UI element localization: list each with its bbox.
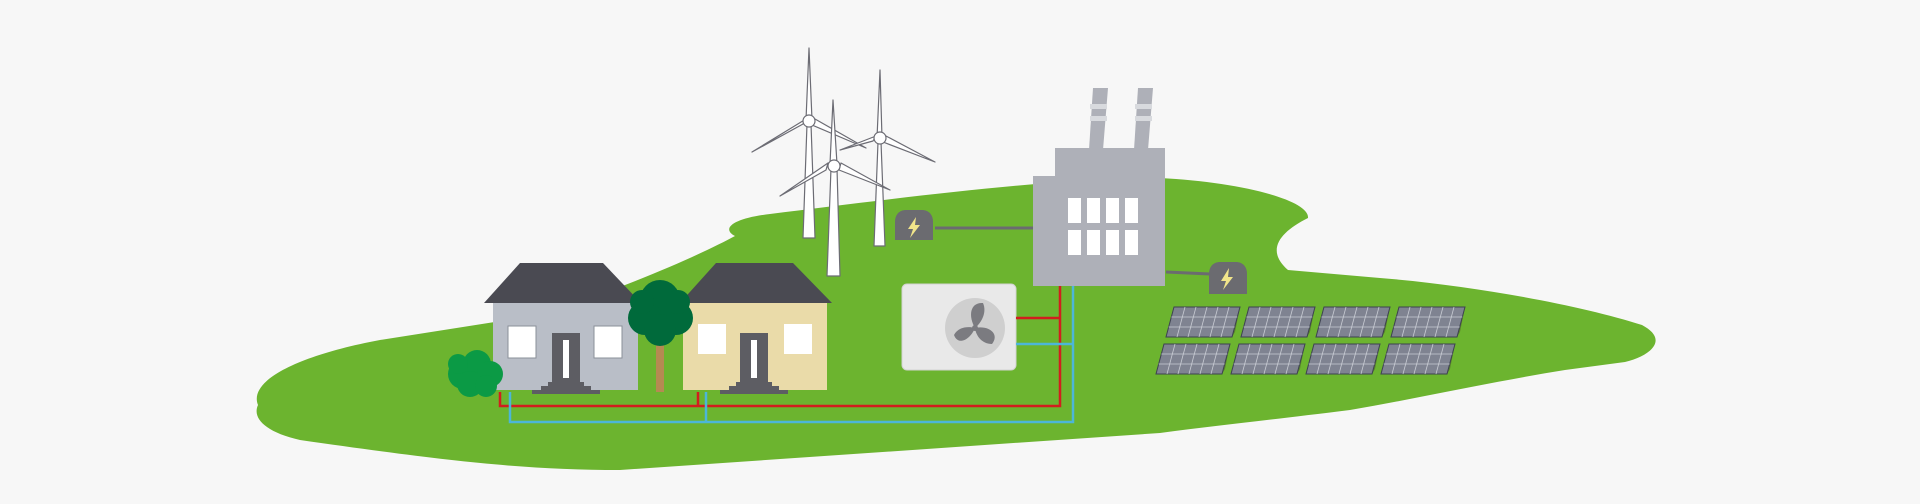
solar-panel xyxy=(1380,343,1456,375)
power-lines xyxy=(498,286,1062,408)
house-left xyxy=(484,263,641,394)
meter-box-right xyxy=(1209,262,1247,294)
solar-panel xyxy=(1390,306,1466,338)
heat-pump xyxy=(901,283,1017,371)
lightning-icon xyxy=(908,217,920,238)
tree xyxy=(628,280,693,392)
factory-windows xyxy=(1068,198,1138,255)
solar-panel xyxy=(1305,343,1381,375)
wind-turbine xyxy=(751,47,867,239)
solar-panel xyxy=(1165,306,1241,338)
lightning-icon xyxy=(1221,268,1233,290)
solar-panel xyxy=(1240,306,1316,338)
solar-panel xyxy=(1315,306,1391,338)
meter-box-left xyxy=(895,210,933,240)
solar-panel xyxy=(1230,343,1306,375)
house-right xyxy=(680,263,832,394)
solar-panels xyxy=(1155,306,1466,375)
grid-connections xyxy=(935,226,1211,276)
solar-panel xyxy=(1155,343,1231,375)
fan-icon xyxy=(954,302,995,344)
factory xyxy=(1033,88,1165,286)
wind-turbine xyxy=(779,99,891,277)
wind-turbines xyxy=(751,47,936,277)
bush xyxy=(448,350,503,397)
wind-turbine xyxy=(839,69,936,247)
heat-lines xyxy=(508,286,1075,424)
